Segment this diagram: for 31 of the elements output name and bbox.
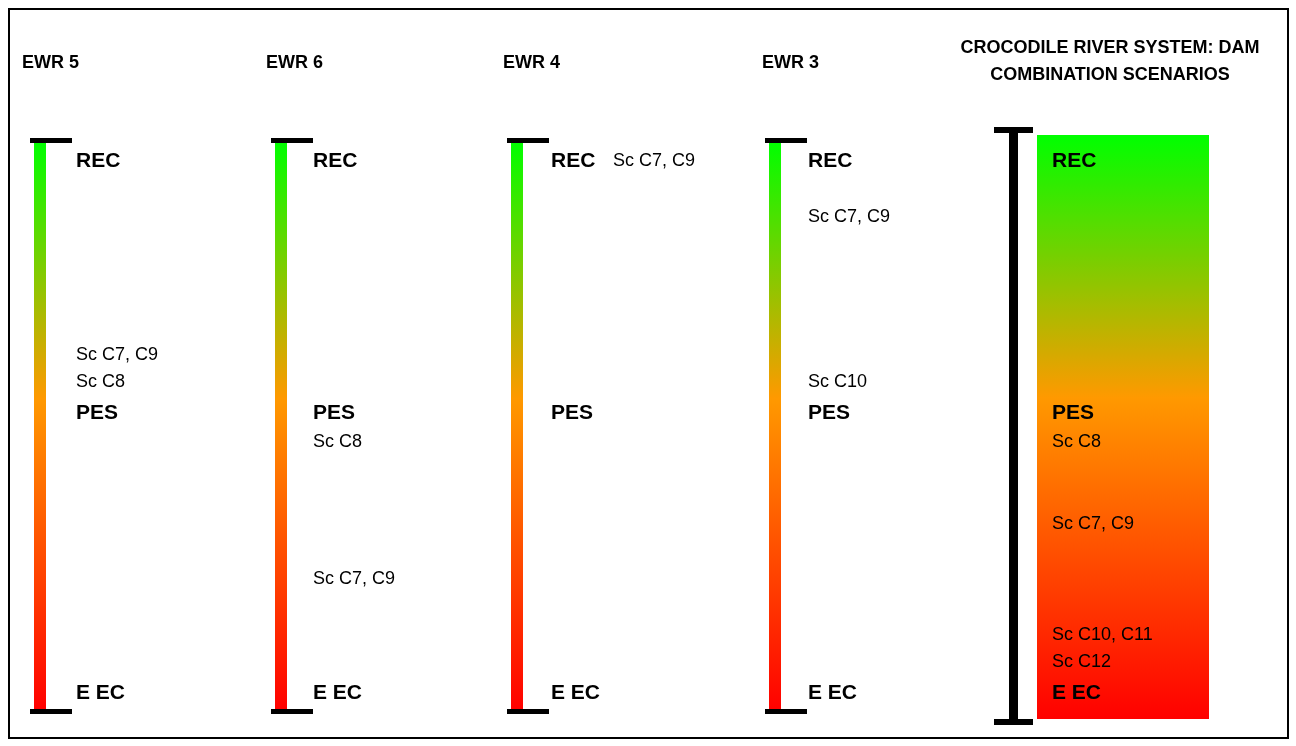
- scale-label: E EC: [808, 680, 857, 704]
- column-heading: EWR 4: [503, 51, 560, 73]
- scale-label: E EC: [313, 680, 362, 704]
- scale-label: REC: [313, 148, 358, 172]
- scenario-label: Sc C12: [1052, 650, 1112, 672]
- scale-label: PES: [551, 400, 594, 424]
- scenario-label: Sc C8: [1052, 430, 1102, 452]
- scenario-label: Sc C10: [808, 370, 868, 392]
- scale-label: PES: [313, 400, 356, 424]
- scale-label: PES: [76, 400, 119, 424]
- scale-label: PES: [808, 400, 851, 424]
- scale-label: REC: [1052, 148, 1097, 172]
- scale-label: E EC: [76, 680, 125, 704]
- scale-label: REC: [76, 148, 121, 172]
- scale-label: PES: [1052, 400, 1095, 424]
- scenario-label: Sc C7, C9: [1052, 512, 1135, 534]
- scenario-label: Sc C7, C9: [313, 567, 396, 589]
- column-heading: EWR 5: [22, 51, 79, 73]
- scale-label: REC: [808, 148, 853, 172]
- scenario-label: Sc C7, C9: [808, 205, 891, 227]
- scenario-label: Sc C8: [76, 370, 126, 392]
- scale-label: REC: [551, 148, 596, 172]
- scenario-label: Sc C8: [313, 430, 363, 452]
- column-heading: EWR 6: [266, 51, 323, 73]
- scale-label: E EC: [551, 680, 600, 704]
- scale-label: E EC: [1052, 680, 1101, 704]
- scenario-label: Sc C10, C11: [1052, 623, 1153, 645]
- column-heading: EWR 3: [762, 51, 819, 73]
- scenario-label: Sc C7, C9: [613, 149, 696, 171]
- column-heading: CROCODILE RIVER SYSTEM: DAM COMBINATION SCENARIOS: [959, 36, 1261, 86]
- scenario-label: Sc C7, C9: [76, 343, 159, 365]
